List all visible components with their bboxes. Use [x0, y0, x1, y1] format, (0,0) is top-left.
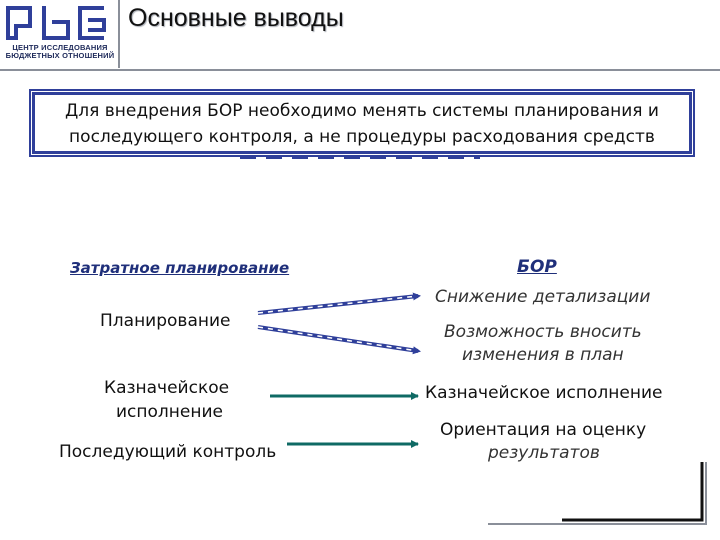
header-divider-horizontal — [0, 69, 720, 71]
right-item-treasury: Казначейское исполнение — [425, 383, 663, 403]
banner-line-1: Для внедрения БОР необходимо менять сист… — [65, 101, 659, 121]
right-item-detail-reduction: Снижение детализации — [435, 287, 651, 307]
header-divider-vertical — [118, 0, 120, 68]
left-item-treasury-line2: исполнение — [116, 402, 223, 422]
left-column-heading: Затратное планирование — [70, 259, 290, 277]
right-item-results-line1: Ориентация на оценку — [440, 420, 647, 440]
right-item-results-line2: результатов — [488, 443, 600, 463]
left-item-control: Последующий контроль — [59, 442, 277, 462]
arrow-planning-to-changes — [257, 325, 421, 355]
right-item-plan-changes-line2: изменения в план — [462, 345, 624, 365]
right-item-plan-changes-line1: Возможность вносить — [444, 322, 642, 342]
left-item-treasury-line1: Казначейское — [104, 378, 230, 398]
logo-caption: ЦЕНТР ИССЛЕДОВАНИЯ БЮДЖЕТНЫХ ОТНОШЕНИЙ — [5, 43, 115, 60]
right-column-heading: БОР — [517, 257, 557, 277]
logo — [6, 6, 106, 40]
arrow-planning-to-detail — [257, 292, 421, 315]
banner-dash-underline — [240, 155, 480, 159]
conclusion-banner: Для внедрения БОР необходимо менять сист… — [32, 92, 692, 154]
left-item-planning: Планирование — [100, 311, 231, 331]
page-title: Основные выводы — [128, 4, 344, 32]
banner-line-2: последующего контроля, а не процедуры ра… — [69, 127, 655, 147]
